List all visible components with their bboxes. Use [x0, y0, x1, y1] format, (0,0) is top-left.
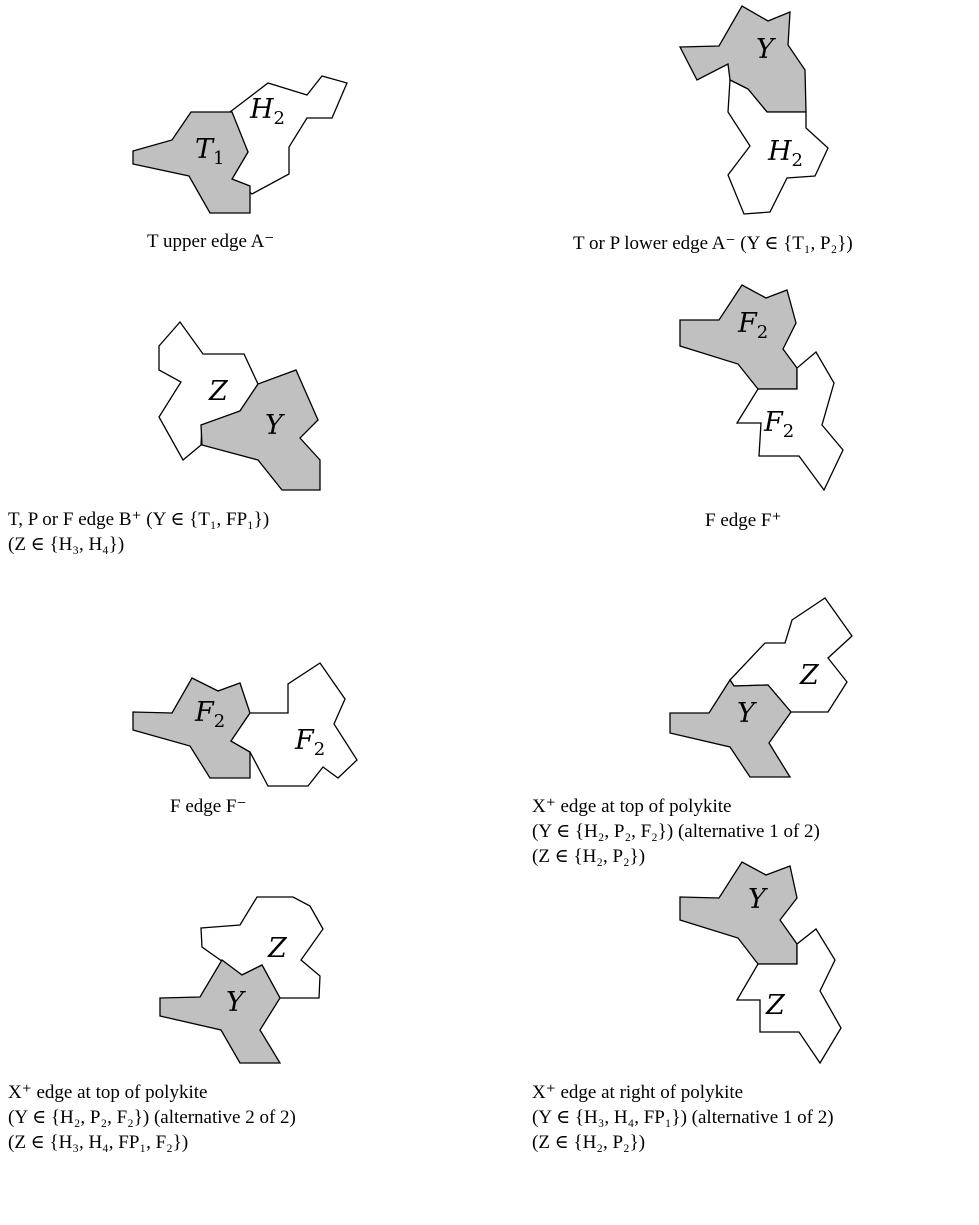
caption-line: T upper edge A⁻	[147, 231, 275, 252]
caption-panel-2: T or P lower edge A⁻ (Y ∈ {T₁, P₂})	[573, 231, 853, 256]
caption-panel-3: T, P or F edge B⁺ (Y ∈ {T₁, FP₁}) (Z ∈ {…	[8, 507, 269, 557]
label-shaded: Y	[756, 34, 776, 65]
panel-7: Z Y	[159, 896, 324, 1064]
polykite-shaded	[200, 369, 321, 491]
polykite-shaded	[679, 861, 798, 965]
label-plain: Z	[267, 933, 288, 964]
polykite-plain	[727, 78, 829, 215]
label-shaded: T1	[195, 134, 224, 169]
polykite-plain	[229, 75, 348, 195]
caption-line: X⁺ edge at top of polykite	[532, 796, 732, 817]
caption-line: F edge F⁻	[170, 796, 247, 817]
panel-5: F2 F2	[132, 662, 358, 787]
panel-3: Z Y	[158, 320, 321, 491]
panel-6: Z Y	[669, 597, 853, 778]
caption-panel-6: X⁺ edge at top of polykite (Y ∈ {H₂, P₂,…	[532, 794, 820, 869]
caption-panel-1: T upper edge A⁻	[147, 229, 274, 254]
caption-line: (Z ∈ {H₂, P₂})	[532, 1132, 646, 1153]
caption-panel-5: F edge F⁻	[170, 794, 247, 819]
caption-line: (Y ∈ {H₃, H₄, FP₁}) (alternative 1 of 2)	[532, 1107, 834, 1128]
label-plain: H2	[249, 94, 285, 129]
label-plain: F2	[294, 725, 325, 760]
caption-line: T or P lower edge A⁻ (Y ∈ {T₁, P₂})	[573, 233, 853, 254]
panel-1: T1 H2	[132, 75, 348, 214]
label-plain: H2	[767, 136, 803, 171]
caption-line: X⁺ edge at right of polykite	[532, 1082, 744, 1103]
polykite-plain	[230, 662, 358, 787]
caption-line: (Y ∈ {H₂, P₂, F₂}) (alternative 2 of 2)	[8, 1107, 296, 1128]
label-shaded: Y	[748, 884, 768, 915]
polykite-shaded	[132, 111, 251, 214]
caption-line: (Y ∈ {H₂, P₂, F₂}) (alternative 1 of 2)	[532, 821, 820, 842]
polykite-shaded	[679, 284, 798, 390]
polykite-plain	[735, 928, 842, 1065]
caption-line: (Z ∈ {H₃, H₄, FP₁, F₂})	[8, 1132, 189, 1153]
panel-8: Y Z	[679, 861, 842, 1065]
polykite-plain	[735, 351, 844, 492]
polykite-shaded	[159, 959, 282, 1064]
caption-panel-7: X⁺ edge at top of polykite (Y ∈ {H₂, P₂,…	[8, 1080, 296, 1155]
label-shaded: Y	[226, 987, 246, 1018]
polykite-shaded	[678, 5, 807, 113]
caption-panel-4: F edge F⁺	[705, 508, 782, 533]
label-shaded: Y	[265, 410, 285, 441]
label-plain: Z	[765, 990, 786, 1021]
label-shaded: F2	[194, 697, 225, 732]
caption-panel-8: X⁺ edge at right of polykite (Y ∈ {H₃, H…	[532, 1080, 834, 1155]
panel-4: F2 F2	[679, 284, 844, 492]
caption-line: T, P or F edge B⁺ (Y ∈ {T₁, FP₁})	[8, 509, 270, 530]
label-plain: F2	[763, 407, 794, 442]
label-shaded: F2	[737, 308, 768, 343]
caption-line: (Z ∈ {H₂, P₂})	[532, 846, 646, 867]
label-plain: Z	[799, 660, 820, 691]
label-plain: Z	[208, 376, 229, 407]
polykite-shaded	[132, 677, 251, 779]
caption-line: (Z ∈ {H₃, H₄})	[8, 534, 125, 555]
label-shaded: Y	[737, 698, 757, 729]
caption-line: X⁺ edge at top of polykite	[8, 1082, 208, 1103]
caption-line: F edge F⁺	[705, 510, 782, 531]
polykite-shaded	[669, 678, 792, 778]
panel-2: Y H2	[678, 5, 829, 215]
